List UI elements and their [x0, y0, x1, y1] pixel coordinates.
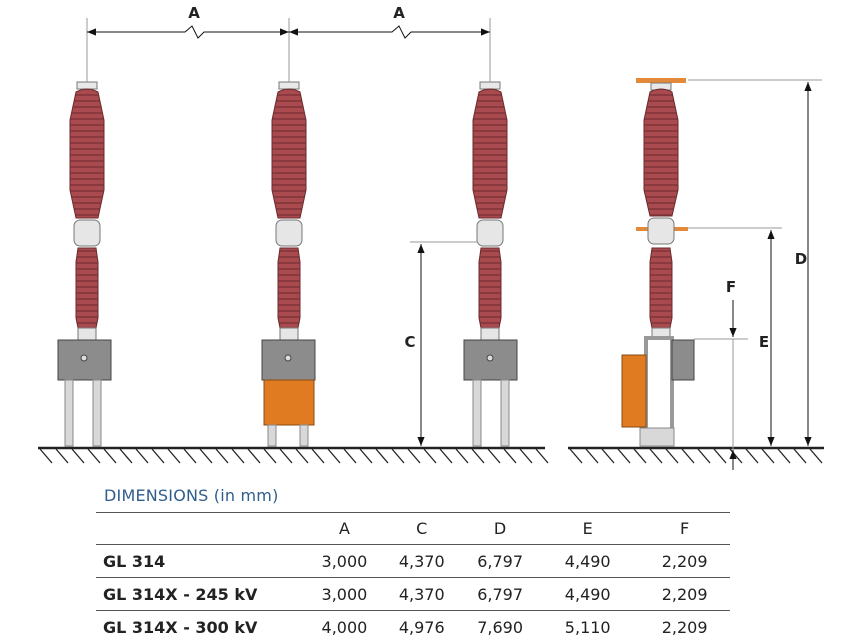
- row-model: GL 314: [96, 545, 309, 578]
- cell-e: 4,490: [536, 545, 639, 578]
- row-model: GL 314X - 245 kV: [96, 578, 309, 611]
- lower-insulator: [650, 248, 672, 328]
- table-row: GL 314X - 300 kV 4,000 4,976 7,690 5,110…: [96, 611, 730, 643]
- header-model: [96, 513, 309, 545]
- control-cabinet: [672, 340, 694, 380]
- cell-a: 3,000: [309, 545, 379, 578]
- cell-c: 4,976: [379, 611, 464, 643]
- terminal-cap: [77, 82, 97, 89]
- header-a: A: [309, 513, 379, 545]
- dim-label-c: C: [404, 333, 415, 351]
- cell-f: 2,209: [639, 545, 730, 578]
- cell-e: 4,490: [536, 578, 639, 611]
- upper-insulator: [644, 89, 678, 216]
- header-c: C: [379, 513, 464, 545]
- table-row: GL 314 3,000 4,370 6,797 4,490 2,209: [96, 545, 730, 578]
- cell-d: 6,797: [464, 545, 536, 578]
- support-leg: [93, 380, 101, 446]
- row-model: GL 314X - 300 kV: [96, 611, 309, 643]
- dimensions-title: DIMENSIONS (in mm): [104, 486, 279, 505]
- cell-c: 4,370: [379, 578, 464, 611]
- upper-insulator: [473, 89, 507, 218]
- lower-insulator: [278, 248, 300, 328]
- dim-label-d: D: [795, 250, 807, 268]
- lower-insulator: [76, 248, 98, 328]
- ground-hatch-right: [570, 449, 822, 463]
- top-flange: [636, 78, 686, 83]
- cell-c: 4,370: [379, 545, 464, 578]
- cell-f: 2,209: [639, 611, 730, 643]
- ground-hatch-left: [40, 449, 548, 463]
- pole-1: [58, 82, 111, 446]
- cell-a: 3,000: [309, 578, 379, 611]
- orange-cabinet: [622, 355, 646, 427]
- header-e: E: [536, 513, 639, 545]
- orange-cabinet: [264, 380, 314, 425]
- upper-insulator: [70, 89, 104, 218]
- dimension-f: [694, 300, 748, 470]
- cell-a: 4,000: [309, 611, 379, 643]
- mechanism-flange: [74, 220, 100, 246]
- dim-label-e: E: [759, 333, 769, 351]
- breaker-diagram: A A C D E F: [0, 0, 856, 480]
- cell-e: 5,110: [536, 611, 639, 643]
- dim-label-a: A: [188, 4, 200, 22]
- dimension-a: [87, 18, 490, 82]
- support-frame: [646, 338, 672, 432]
- lower-insulator: [479, 248, 501, 328]
- table-header-row: A C D E F: [96, 513, 730, 545]
- table-row: GL 314X - 245 kV 3,000 4,370 6,797 4,490…: [96, 578, 730, 611]
- pole-2: [262, 82, 315, 446]
- upper-insulator: [272, 89, 306, 218]
- pole-3: [464, 82, 517, 446]
- cell-d: 7,690: [464, 611, 536, 643]
- dimensions-table: A C D E F GL 314 3,000 4,370 6,797 4,490…: [96, 512, 730, 643]
- dim-label-a-2: A: [393, 4, 405, 22]
- dim-label-f: F: [726, 278, 736, 296]
- cell-f: 2,209: [639, 578, 730, 611]
- header-d: D: [464, 513, 536, 545]
- header-f: F: [639, 513, 730, 545]
- cell-d: 6,797: [464, 578, 536, 611]
- support-leg: [65, 380, 73, 446]
- side-view-pole: [622, 78, 694, 446]
